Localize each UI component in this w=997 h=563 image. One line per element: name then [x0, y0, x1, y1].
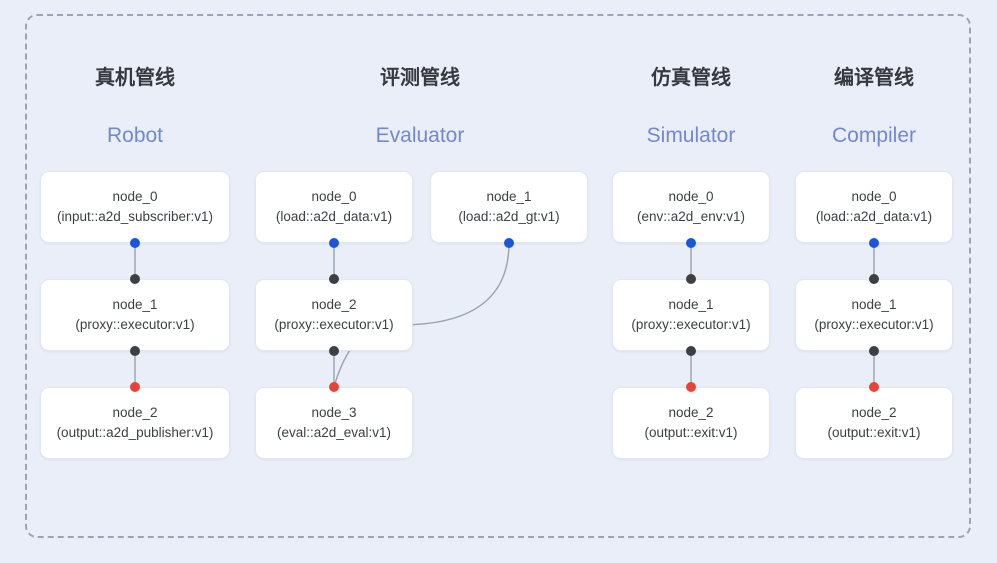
- node-name: node_1: [668, 297, 714, 312]
- node-name: node_0: [668, 189, 714, 204]
- node-card[interactable]: node_2(output::exit:v1): [795, 387, 953, 459]
- node-spec: (eval::a2d_eval:v1): [276, 425, 392, 440]
- node-name: node_1: [486, 189, 532, 204]
- node-card[interactable]: node_0(load::a2d_data:v1): [795, 171, 953, 243]
- node-card[interactable]: node_2(output::exit:v1): [612, 387, 770, 459]
- node-card[interactable]: node_1(proxy::executor:v1): [612, 279, 770, 351]
- node-card[interactable]: node_0(env::a2d_env:v1): [612, 171, 770, 243]
- node-name: node_1: [112, 297, 158, 312]
- node-name: node_0: [851, 189, 897, 204]
- column-title-en-2: Simulator: [646, 124, 736, 147]
- node-spec: (proxy::executor:v1): [631, 317, 751, 332]
- column-title-en-1: Evaluator: [375, 124, 465, 147]
- column-title-cn-1: 评测管线: [380, 67, 460, 89]
- node-name: node_0: [112, 189, 158, 204]
- node-name: node_1: [851, 297, 897, 312]
- node-spec: (output::exit:v1): [644, 425, 738, 440]
- node-spec: (input::a2d_subscriber:v1): [56, 209, 214, 224]
- node-card[interactable]: node_1(proxy::executor:v1): [795, 279, 953, 351]
- node-name: node_2: [112, 405, 158, 420]
- node-spec: (proxy::executor:v1): [274, 317, 394, 332]
- node-card[interactable]: node_1(load::a2d_gt:v1): [430, 171, 588, 243]
- diagram-dashed-frame: [25, 14, 971, 538]
- column-title-en-3: Compiler: [831, 124, 917, 147]
- node-card[interactable]: node_2(proxy::executor:v1): [255, 279, 413, 351]
- node-card[interactable]: node_2(output::a2d_publisher:v1): [40, 387, 230, 459]
- node-spec: (proxy::executor:v1): [814, 317, 934, 332]
- node-name: node_0: [311, 189, 357, 204]
- column-title-cn-3: 编译管线: [834, 67, 914, 89]
- node-spec: (load::a2d_data:v1): [815, 209, 933, 224]
- node-card[interactable]: node_0(input::a2d_subscriber:v1): [40, 171, 230, 243]
- node-spec: (output::a2d_publisher:v1): [56, 425, 214, 440]
- node-name: node_2: [311, 297, 357, 312]
- node-card[interactable]: node_3(eval::a2d_eval:v1): [255, 387, 413, 459]
- column-title-en-0: Robot: [106, 124, 164, 147]
- column-title-cn-0: 真机管线: [95, 67, 175, 89]
- node-name: node_3: [311, 405, 357, 420]
- column-title-cn-2: 仿真管线: [651, 67, 731, 89]
- node-card[interactable]: node_0(load::a2d_data:v1): [255, 171, 413, 243]
- node-spec: (output::exit:v1): [827, 425, 921, 440]
- node-name: node_2: [668, 405, 714, 420]
- node-name: node_2: [851, 405, 897, 420]
- node-card[interactable]: node_1(proxy::executor:v1): [40, 279, 230, 351]
- node-spec: (env::a2d_env:v1): [636, 209, 746, 224]
- node-spec: (load::a2d_data:v1): [275, 209, 393, 224]
- node-spec: (load::a2d_gt:v1): [458, 209, 560, 224]
- node-spec: (proxy::executor:v1): [75, 317, 195, 332]
